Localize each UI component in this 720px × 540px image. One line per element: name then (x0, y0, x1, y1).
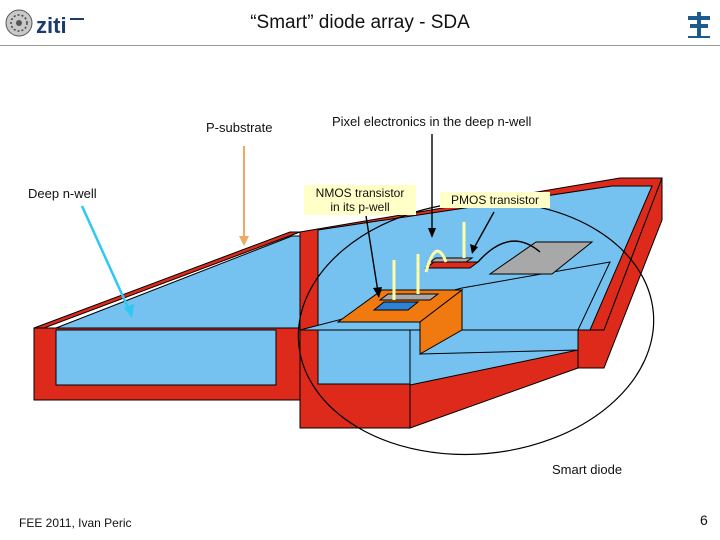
pmos-pad-wire (477, 240, 541, 263)
left-nwell-front (55, 329, 277, 386)
page-number: 6 (700, 512, 708, 528)
p-substrate-arrowhead (239, 236, 249, 246)
nmos-label-line1: NMOS transistor (315, 186, 405, 200)
slide-header: ziti “Smart” diode array - SDA (0, 0, 720, 46)
slide-footer: FEE 2011, Ivan Peric (19, 516, 132, 530)
deep-nwell-arrow (80, 205, 132, 313)
nmos-label-box: NMOS transistor in its p-well (304, 185, 416, 215)
nmos-active (372, 301, 420, 311)
pmos-arrow (473, 211, 495, 249)
pmos-label-box: PMOS transistor (440, 192, 550, 208)
pixel-electronics-label: Pixel electronics in the deep n-well (332, 114, 532, 129)
svg-text:ziti: ziti (36, 13, 67, 38)
ziti-logo-icon: ziti (5, 9, 84, 38)
smart-diode-label: Smart diode (552, 462, 623, 477)
header-divider (0, 45, 720, 46)
nmos-label-line2: in its p-well (330, 200, 390, 214)
pwell-right (419, 288, 463, 355)
nmos-arrowhead (373, 287, 382, 298)
pmos-arrowhead (470, 244, 478, 254)
p-substrate-label: P-substrate (206, 120, 273, 135)
metal-pad (488, 241, 594, 275)
pmos-active (424, 261, 480, 269)
deep-nwell-label: Deep n-well (28, 186, 97, 201)
nmos-pmos-wire (424, 249, 448, 273)
slide-title: “Smart” diode array - SDA (250, 12, 470, 33)
nmos-gate (378, 293, 440, 301)
pixel-electronics-arrowhead (428, 228, 436, 238)
deep-nwell-arrowhead (124, 304, 134, 318)
pmos-label: PMOS transistor (450, 193, 540, 207)
left-nwell-top (55, 235, 301, 331)
institute-emblem-icon (688, 12, 710, 38)
pmos-gate (428, 257, 474, 263)
nmos-arrow (365, 215, 379, 293)
